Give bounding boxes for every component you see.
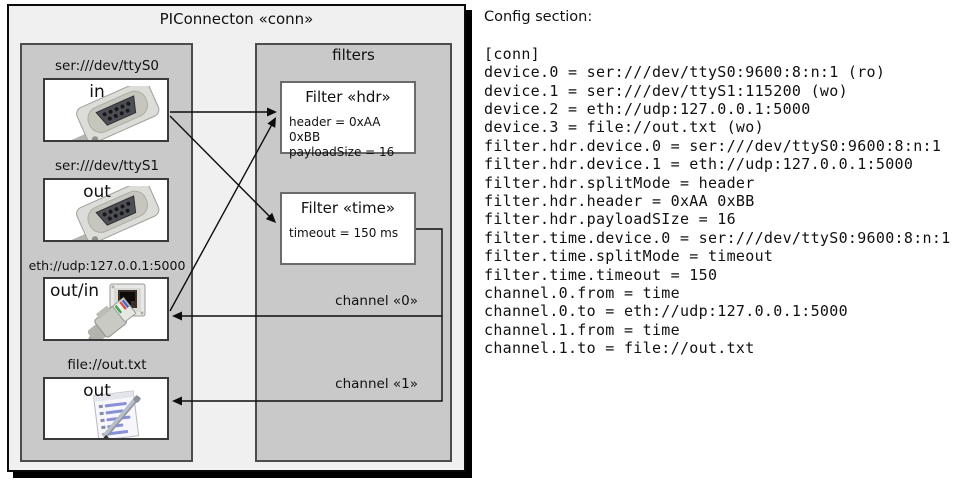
device-direction: out: [83, 381, 111, 401]
device-box-eth: out/in: [43, 277, 169, 341]
serial-db9-connector-icon: [59, 80, 167, 140]
filter-hdr-attr-payloadsize: payloadSize = 16: [289, 145, 395, 159]
device-box-file: out: [43, 377, 169, 440]
device-direction: out: [83, 182, 111, 202]
filters-panel-title: filters: [332, 46, 375, 64]
device-label-file: file://out.txt: [67, 357, 147, 373]
device-direction: out/in: [50, 281, 100, 301]
filter-hdr-title: Filter «hdr»: [305, 88, 391, 106]
serial-db9-connector-icon: [59, 180, 167, 240]
notepad-pen-icon: [87, 388, 149, 438]
filter-box-time: Filter «time» timeout = 150 ms: [280, 192, 416, 265]
device-label-ttys1: ser:///dev/ttyS1: [55, 158, 159, 174]
filter-time-attr-timeout: timeout = 150 ms: [289, 226, 399, 240]
device-label-ttys0: ser:///dev/ttyS0: [55, 58, 159, 74]
config-section: Config section: [conn] device.0 = ser://…: [484, 8, 951, 358]
frame-bottom-stub: [235, 472, 237, 478]
device-label-eth: eth://udp:127.0.0.1:5000: [28, 258, 186, 273]
device-box-ttys1: out: [43, 178, 169, 242]
channel-1-label: channel «1»: [335, 376, 418, 392]
frame-title: PIConnecton «conn»: [159, 10, 314, 28]
ethernet-cable-icon: [63, 296, 143, 339]
channel-0-label: channel «0»: [335, 293, 418, 309]
filter-time-title: Filter «time»: [300, 199, 396, 217]
config-body: [conn] device.0 = ser:///dev/ttyS0:9600:…: [484, 44, 951, 358]
device-box-ttys0: in: [43, 78, 169, 142]
device-direction: in: [89, 82, 105, 102]
config-heading: Config section:: [484, 9, 593, 25]
filter-hdr-attr-header: header = 0xAA 0xBB: [289, 115, 381, 144]
filter-box-hdr: Filter «hdr» header = 0xAA 0xBB payloadS…: [280, 81, 416, 159]
